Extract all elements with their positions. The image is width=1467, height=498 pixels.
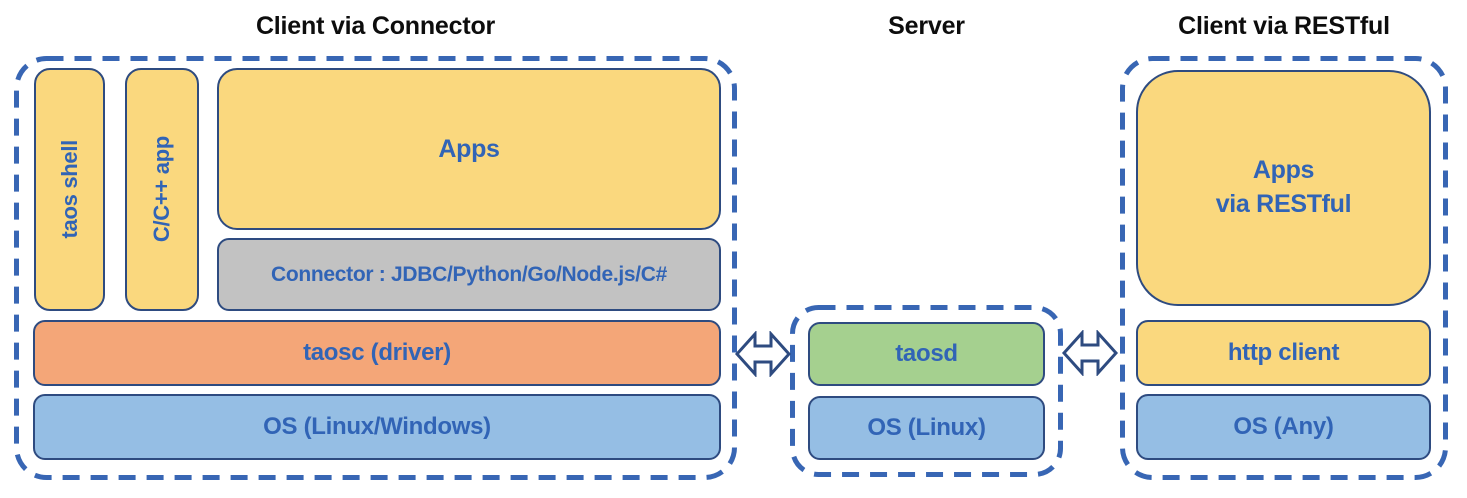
http-client-box: http client — [1136, 320, 1431, 386]
apps-via-restful-label: Apps via RESTful — [1215, 156, 1352, 218]
taosd-box: taosd — [808, 322, 1045, 386]
apps-via-restful-box: Apps via RESTful — [1136, 70, 1431, 306]
os-any-box: OS (Any) — [1136, 394, 1431, 460]
taos-shell-label: taos shell — [56, 140, 82, 239]
apps-box: Apps — [217, 68, 721, 230]
taosc-driver-box: taosc (driver) — [33, 320, 721, 386]
os-linux-windows-box: OS (Linux/Windows) — [33, 394, 721, 460]
group-title-client-via-restful: Client via RESTful — [1178, 12, 1390, 40]
http-client-label: http client — [1227, 339, 1340, 366]
c-cpp-app-label: C/C++ app — [149, 136, 174, 243]
apps-label: Apps — [438, 134, 500, 163]
taos-shell-box: taos shell — [34, 68, 105, 311]
c-cpp-app-box: C/C++ app — [125, 68, 199, 311]
taosd-label: taosd — [895, 340, 958, 367]
bidirectional-arrow-icon — [735, 331, 791, 377]
os-linux-box: OS (Linux) — [808, 396, 1045, 460]
group-title-client-via-connector: Client via Connector — [255, 12, 496, 40]
bidirectional-arrow-icon — [1061, 330, 1119, 376]
os-any-label: OS (Any) — [1233, 413, 1334, 440]
group-title-server: Server — [888, 12, 965, 40]
os-linux-windows-label: OS (Linux/Windows) — [263, 413, 491, 440]
connector-box: Connector : JDBC/Python/Go/Node.js/C# — [217, 238, 721, 311]
connector-label: Connector : JDBC/Python/Go/Node.js/C# — [270, 262, 668, 286]
taosc-driver-label: taosc (driver) — [303, 339, 451, 366]
os-linux-label: OS (Linux) — [867, 414, 986, 441]
